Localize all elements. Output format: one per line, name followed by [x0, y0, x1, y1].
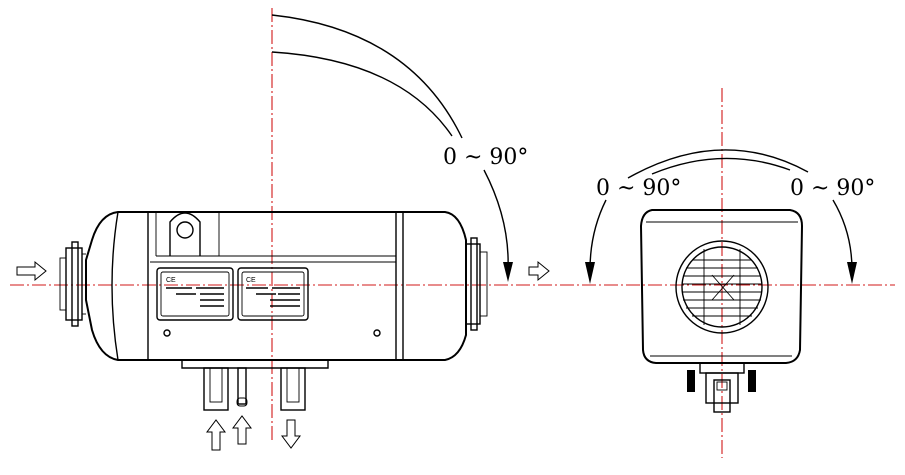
tilt-arc-inner — [271, 51, 453, 137]
fan-grille-ring — [681, 246, 763, 328]
screw-right — [373, 329, 381, 337]
front-view-heater — [639, 209, 804, 413]
flow-arrows — [16, 260, 550, 451]
combustion-air-arrow-icon — [206, 419, 226, 451]
fuel-arrow-icon — [232, 415, 252, 445]
tilt-arrowhead-icon — [503, 262, 513, 282]
combustion-air-intake — [203, 367, 229, 411]
side-view-tilt-label: 0 ~ 90° — [443, 145, 528, 170]
plate-right-mark: CE — [246, 277, 256, 284]
front-left-arc — [589, 199, 607, 271]
front-body-outline — [639, 209, 804, 364]
outlet-arrow-icon — [528, 260, 550, 282]
front-view-tilt-indicator: 0 ~ 90° 0 ~ 90° — [585, 149, 875, 284]
front-bottom-connectors — [687, 362, 756, 413]
mounting-lug-hole — [176, 221, 194, 239]
air-intake-pipe — [59, 241, 86, 327]
front-view-tilt-label-right: 0 ~ 90° — [790, 176, 875, 201]
front-right-arrowhead-icon — [847, 262, 857, 284]
intake-arrow-icon — [16, 260, 47, 282]
centerlines — [10, 8, 895, 458]
fan-grille-slats — [682, 249, 762, 325]
fan-grille-outer — [675, 240, 769, 334]
data-plate-right: CE — [237, 267, 309, 321]
base-plate — [181, 360, 329, 369]
tilt-arc-outer — [271, 14, 463, 139]
front-right-arc — [832, 199, 853, 271]
fuel-inlet — [236, 367, 248, 407]
heater-body-outline — [85, 211, 467, 361]
front-top-arc-outer — [627, 149, 809, 179]
data-plate-left: CE — [156, 267, 234, 321]
tilt-arc-lower — [483, 169, 509, 271]
left-end-cap — [111, 211, 119, 361]
exhaust-arrow-icon — [281, 419, 301, 449]
screw-left — [163, 329, 171, 337]
side-view-heater: CE CE — [59, 211, 488, 411]
mounting-lug — [169, 212, 201, 256]
front-view-tilt-label-left: 0 ~ 90° — [596, 176, 681, 201]
front-top-arc-inner — [651, 157, 791, 175]
plate-left-mark: CE — [166, 277, 176, 284]
air-outlet-pipe — [465, 237, 488, 331]
side-view-tilt-indicator: 0 ~ 90° — [271, 14, 528, 282]
exhaust-outlet — [280, 367, 306, 411]
front-left-arrowhead-icon — [585, 262, 595, 284]
